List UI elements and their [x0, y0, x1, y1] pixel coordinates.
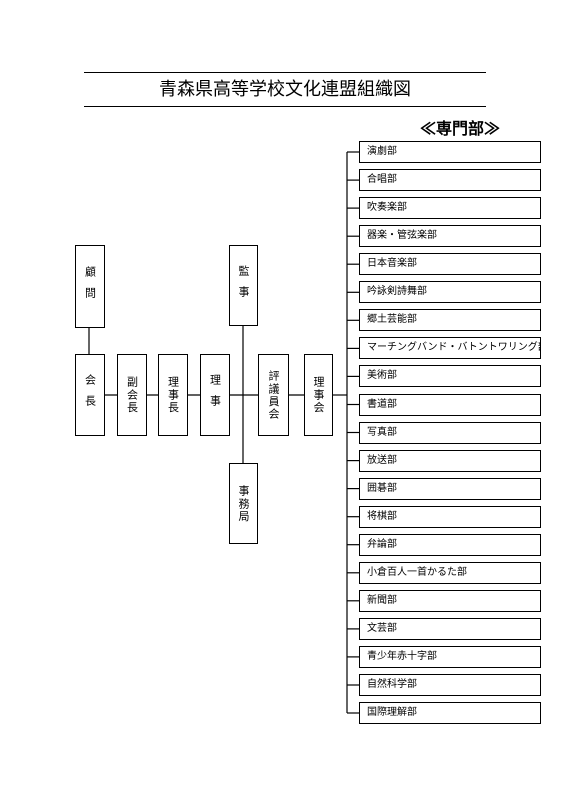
label-kanji: 監事: [237, 264, 250, 307]
label-fukukaicho: 副会長: [125, 376, 139, 414]
label-kaicho: 会長: [83, 374, 97, 416]
box-fukukaicho: 副会長: [117, 354, 147, 436]
section-label: ≪専門部≫: [419, 119, 500, 138]
box-rijicho: 理事長: [158, 354, 188, 436]
department-item: 写真部: [359, 421, 541, 444]
department-item: 放送部: [359, 449, 541, 472]
department-item: 吟詠剣詩舞部: [359, 281, 541, 304]
department-item: 弁論部: [359, 533, 541, 556]
department-item: マーチングバンド・バトントワリング部: [359, 337, 541, 360]
department-item: 吹奏楽部: [359, 197, 541, 220]
box-komon: 顧問: [75, 245, 105, 328]
title-rule-top: [84, 72, 486, 73]
department-item: 演劇部: [359, 141, 541, 163]
department-item: 文芸部: [359, 617, 541, 640]
box-rijikai: 理事会: [304, 354, 333, 436]
department-item: 囲碁部: [359, 477, 541, 500]
department-item: 自然科学部: [359, 674, 541, 696]
label-komon: 顧問: [83, 265, 97, 308]
department-item: 美術部: [359, 365, 541, 388]
department-item: 将棋部: [359, 505, 541, 528]
label-riji: 理事: [208, 374, 222, 416]
department-item: 国際理解部: [359, 702, 541, 724]
department-item: 青少年赤十字部: [359, 645, 541, 668]
department-item: 新聞部: [359, 589, 541, 612]
department-item: 器楽・管弦楽部: [359, 225, 541, 248]
department-item: 日本音楽部: [359, 253, 541, 276]
department-item: 郷土芸能部: [359, 309, 541, 332]
label-hyogiinkai: 評議員会: [267, 369, 280, 421]
department-item: 書道部: [359, 393, 541, 416]
box-kaicho: 会長: [75, 354, 105, 436]
label-jimukyoku: 事務局: [237, 484, 250, 523]
label-rijicho: 理事長: [166, 376, 180, 414]
title-rule-bottom: [84, 106, 486, 107]
department-item: 小倉百人一首かるた部: [359, 561, 541, 584]
label-rijikai: 理事会: [312, 376, 325, 414]
box-jimukyoku: 事務局: [229, 463, 258, 544]
box-hyogiinkai: 評議員会: [258, 354, 289, 436]
box-riji: 理事: [200, 354, 230, 436]
page-title: 青森県高等学校文化連盟組織図: [159, 79, 411, 100]
department-item: 合唱部: [359, 169, 541, 192]
box-kanji: 監事: [229, 245, 258, 326]
